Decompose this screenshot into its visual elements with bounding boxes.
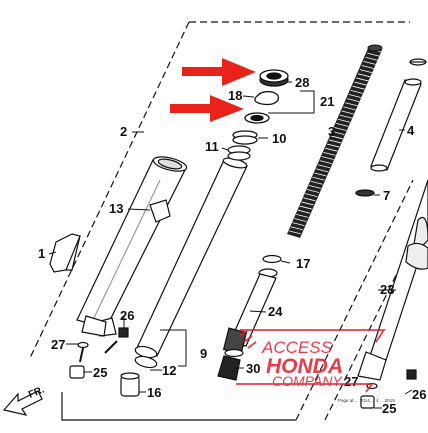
watermark-company: COMPANY [272,373,343,389]
front-label: FR. [27,384,46,400]
part-7-clip [355,189,375,197]
label-11: 11 [205,139,219,154]
label-3: 3 [328,124,335,139]
label-26-right: 26 [412,387,426,402]
part-21-seal [244,112,270,124]
access-honda-watermark: ACCESS HONDA COMPANY [236,329,386,393]
label-21: 21 [320,94,334,109]
label-7: 7 [383,188,390,203]
part-25-bolt-right [360,395,375,409]
label-24: 24 [268,304,283,319]
red-arrow-top [182,58,256,86]
label-28: 28 [295,75,309,90]
label-1: 1 [38,246,45,261]
label-10: 10 [272,131,286,146]
corner-caption: Page at ... 2014 ... 4 ... 2019 [338,398,395,403]
part-16-cap [120,372,140,397]
red-arrow-lower [170,95,244,122]
label-2: 2 [120,124,127,139]
part-28-seal [259,69,289,87]
label-23: 23 [380,282,394,297]
label-27-left: 27 [51,337,65,352]
assembly-frame-left [29,21,410,359]
label-30: 30 [246,361,260,376]
part-23-right-slider [357,179,428,381]
part-17-ring [262,254,282,264]
label-18: 18 [228,88,242,103]
watermark-honda: HONDA [266,355,343,378]
part-10-bushing [232,130,258,145]
label-16: 16 [147,385,161,400]
label-12: 12 [162,363,176,378]
part-13-fork-slider [76,156,188,337]
label-17: 17 [296,256,310,271]
part-labels: 28 18 21 10 11 2 3 4 7 13 1 17 24 23 26 … [38,75,426,416]
watermark-access: ACCESS [261,338,333,357]
part-30-piece [217,355,241,381]
part-11-ring [227,145,251,161]
part-3-spring [286,44,383,239]
front-arrow-icon: FR. [2,384,46,416]
part-27-washer-left [77,341,89,363]
assembly-frame-bottom [61,179,428,421]
leader-lines [48,81,413,409]
part-18-clip [254,90,280,106]
part-9-inner-tube [134,157,248,369]
label-9: 9 [200,346,207,361]
label-25-left: 25 [93,365,107,380]
label-27-right: 27 [344,374,358,389]
label-26-left: 26 [120,308,134,323]
part-4-spacer [370,58,427,172]
part-25-bolt-left [69,365,85,379]
part-1-cover [49,233,81,273]
part-26-bolt-right [406,369,417,380]
label-25-right: 25 [382,401,396,416]
label-4: 4 [407,123,415,138]
label-13: 13 [109,201,123,216]
